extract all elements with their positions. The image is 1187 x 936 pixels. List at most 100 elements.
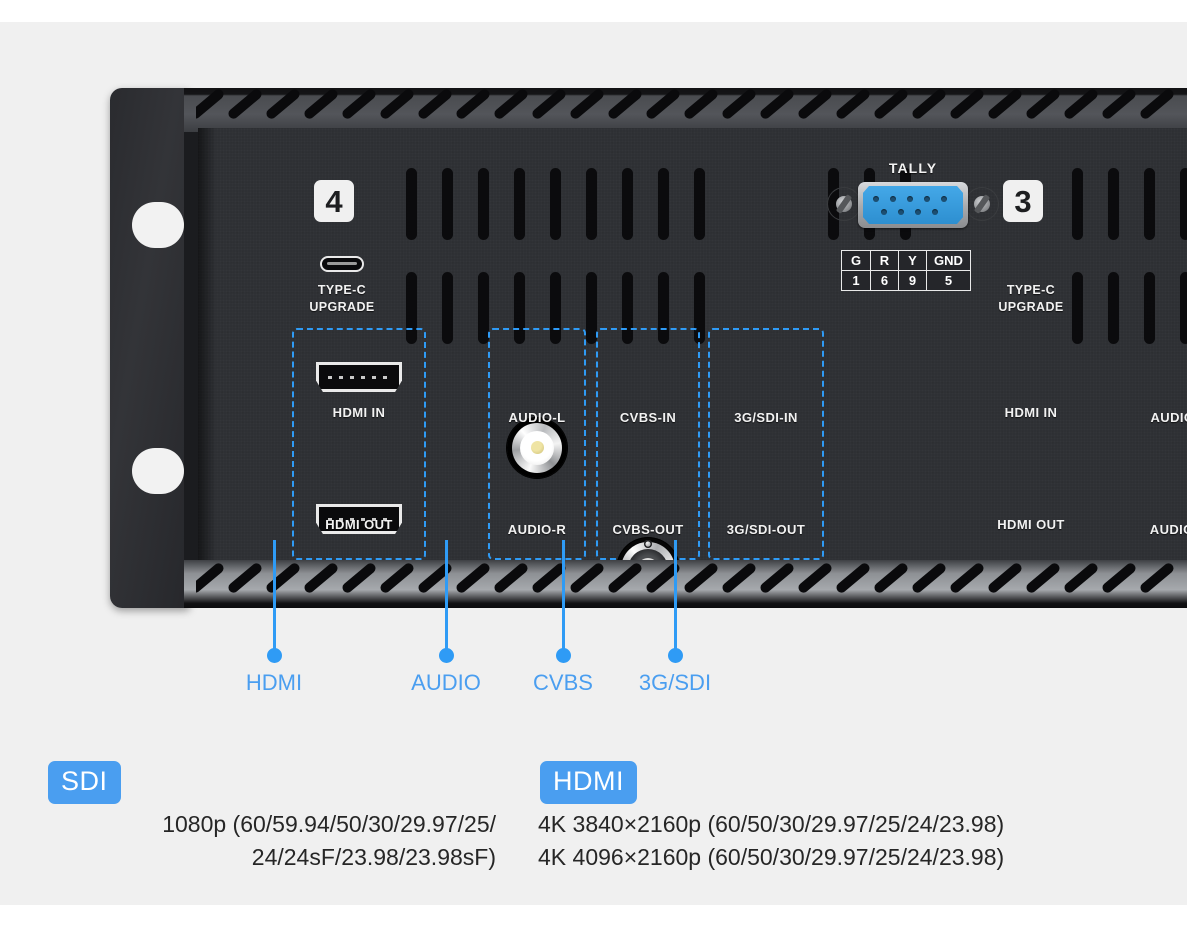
tally-db9-connector[interactable] — [828, 180, 998, 232]
tally-label: TALLY — [888, 160, 938, 176]
type-c-label-right-line2: UPGRADE — [998, 300, 1064, 314]
faceplate-shadow — [198, 128, 216, 568]
vent-slot — [606, 561, 644, 595]
vent-slot — [1072, 168, 1083, 240]
audio-l-label-right: AUDIO-L — [1150, 410, 1187, 425]
vent-slot — [1138, 88, 1176, 121]
bottom-diagonal-vents — [196, 560, 1187, 608]
vent-slot — [416, 561, 454, 595]
vent-slot — [1144, 272, 1155, 344]
callout-leader-line — [444, 540, 448, 655]
vent-slot — [872, 561, 910, 595]
cvbs-out-label: CVBS-OUT — [612, 522, 684, 537]
hdmi-in-port-left[interactable] — [316, 362, 402, 392]
vent-slot — [910, 561, 948, 595]
vent-slot — [340, 88, 378, 121]
vent-slot — [834, 561, 872, 595]
vent-slot — [1180, 272, 1187, 344]
callout-dot — [266, 648, 282, 663]
channel-badge-4: 4 — [314, 180, 354, 222]
hdmi-spec-line-1: 4K 3840×2160p (60/50/30/29.97/25/24/23.9… — [538, 811, 1005, 837]
vent-slot — [550, 272, 561, 344]
hdmi-in-label-left: HDMI IN — [332, 405, 386, 420]
sdi-spec-text: 1080p (60/59.94/50/30/29.97/25/ 24/24sF/… — [40, 808, 496, 874]
tally-header-gnd: GND — [926, 251, 970, 270]
tally-pin-table-header-row: G R Y GND — [842, 251, 970, 270]
sdi-in-label: 3G/SDI-IN — [734, 410, 798, 425]
vent-slot — [514, 272, 525, 344]
vent-slot — [196, 561, 226, 595]
vent-slot — [514, 168, 525, 240]
vent-slot — [406, 168, 417, 240]
sdi-group-box — [708, 328, 824, 560]
top-vent-bevel — [184, 88, 1187, 132]
vent-slot — [758, 561, 796, 595]
vent-slot — [720, 88, 758, 121]
bottom-vent-bevel — [184, 560, 1187, 608]
vent-slot — [550, 168, 561, 240]
type-c-label-right-line1: TYPE-C — [1006, 283, 1056, 297]
vent-slot — [226, 88, 264, 121]
audio-r-label-right: AUDIO-R — [1149, 522, 1187, 537]
callout-label-audio: AUDIO — [411, 670, 481, 695]
vent-slot — [948, 561, 986, 595]
hdmi-spec-badge: HDMI — [540, 761, 637, 804]
vent-slot — [606, 88, 644, 121]
tally-header-y: Y — [898, 251, 926, 270]
db9-pin — [932, 209, 938, 215]
hdmi-in-label-right: HDMI IN — [1004, 405, 1058, 420]
vent-slot — [530, 88, 568, 121]
vent-slot — [454, 88, 492, 121]
vent-slot — [658, 168, 669, 240]
vent-slot — [758, 88, 796, 121]
vent-slot — [568, 88, 606, 121]
vent-slot — [302, 561, 340, 595]
vent-slot — [796, 561, 834, 595]
vent-slot — [1062, 88, 1100, 121]
top-diagonal-vents — [196, 88, 1187, 132]
db9-screw-right-icon — [966, 188, 998, 220]
vent-slot — [1072, 272, 1083, 344]
vent-slot — [658, 272, 669, 344]
callout-leader-line — [272, 540, 276, 655]
db9-face — [863, 186, 963, 224]
hdmi-out-port-left[interactable] — [316, 504, 402, 534]
vent-slot — [1024, 88, 1062, 121]
tally-pin-g: 1 — [852, 273, 860, 288]
vent-slot — [442, 168, 453, 240]
audio-group-box — [488, 328, 586, 560]
vent-slot — [586, 168, 597, 240]
tally-pin-gnd: 5 — [926, 271, 970, 290]
type-c-port-left[interactable] — [320, 256, 364, 272]
db9-shell — [858, 182, 968, 228]
db9-pin — [907, 196, 913, 202]
vent-slot — [796, 88, 834, 121]
vent-slot — [872, 88, 910, 121]
hdmi-out-label-right: HDMI OUT — [997, 517, 1065, 532]
vent-slot — [1138, 561, 1176, 595]
vent-slot — [302, 88, 340, 121]
cvbs-in-label: CVBS-IN — [619, 410, 677, 425]
vent-slot — [720, 561, 758, 595]
vent-slot — [622, 272, 633, 344]
audio-l-jack-left[interactable] — [507, 418, 567, 478]
callout-label-hdmi: HDMI — [245, 670, 303, 695]
chassis-body: 4 TYPE-C UPGRADE HDMI IN HDMI OUT AUDIO-… — [184, 88, 1187, 608]
db9-pin — [915, 209, 921, 215]
faceplate: 4 TYPE-C UPGRADE HDMI IN HDMI OUT AUDIO-… — [198, 128, 1187, 608]
vent-slot — [694, 168, 705, 240]
callout-leader-line — [673, 540, 677, 655]
sdi-spec-line-2: 24/24sF/23.98/23.98sF) — [251, 844, 496, 870]
vent-slot — [1180, 168, 1187, 240]
vent-slot — [416, 88, 454, 121]
sdi-spec-badge: SDI — [48, 761, 121, 804]
vent-slot — [1024, 561, 1062, 595]
vent-slot — [478, 272, 489, 344]
callout-dot — [555, 648, 571, 663]
hdmi-group-box — [292, 328, 426, 560]
channel-badge-3: 3 — [1003, 180, 1043, 222]
vent-slot — [1108, 272, 1119, 344]
vent-slot — [682, 561, 720, 595]
vent-slot — [1100, 88, 1138, 121]
